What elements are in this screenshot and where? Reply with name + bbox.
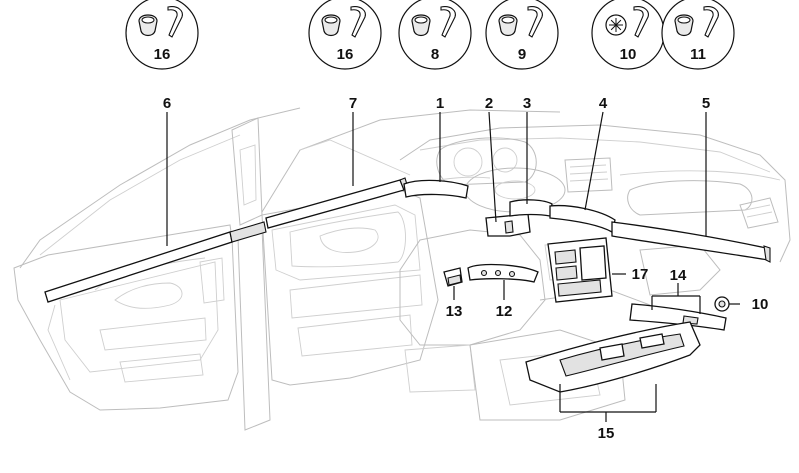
car-interior-outline <box>13 107 791 431</box>
label-part-14: 14 <box>670 267 687 284</box>
label-part-12: 12 <box>496 303 513 320</box>
callout-number: 9 <box>518 46 526 63</box>
callout-bubbles: 16 16 8 9 10 11 <box>125 0 735 70</box>
callout-c8: 8 <box>398 0 472 70</box>
label-part-17: 17 <box>632 266 649 283</box>
label-part-4: 4 <box>599 95 608 112</box>
rear-door-trim-strip-end <box>229 221 267 243</box>
label-part-5: 5 <box>702 95 710 112</box>
clip-icon <box>498 6 543 38</box>
callout-c10: 10 <box>591 0 665 70</box>
label-part-15: 15 <box>598 425 615 442</box>
callout-number: 16 <box>154 46 171 63</box>
front-door-trim-strip <box>265 179 405 229</box>
label-part-6: 6 <box>163 95 171 112</box>
rear-door-trim-strip <box>44 231 233 303</box>
clip-icon <box>674 6 719 38</box>
dash-end-trim <box>403 179 469 199</box>
label-part-7: 7 <box>349 95 357 112</box>
clip-icon <box>321 6 366 38</box>
label-part-1: 1 <box>436 95 444 112</box>
label-part-10: 10 <box>752 296 769 313</box>
callout-number: 11 <box>690 46 706 63</box>
leader-lines <box>166 111 740 422</box>
label-part-3: 3 <box>523 95 531 112</box>
passenger-trim-strip <box>611 221 769 261</box>
callout-number: 10 <box>620 46 637 63</box>
callout-c16b: 16 <box>308 0 382 70</box>
expansion-nut-icon <box>605 6 649 38</box>
part-number-labels: 6 7 1 2 3 4 5 17 14 10 13 12 15 <box>163 95 769 442</box>
trim-strips <box>44 177 771 393</box>
callout-number: 16 <box>337 46 354 63</box>
label-part-13: 13 <box>446 303 463 320</box>
center-trim-piece <box>549 204 616 233</box>
callout-number: 8 <box>431 46 439 63</box>
callout-c16a: 16 <box>125 0 199 70</box>
small-grille-strip <box>467 263 539 283</box>
center-trim-segment <box>509 199 553 217</box>
label-part-2: 2 <box>485 95 493 112</box>
clip-icon <box>411 6 456 38</box>
callout-c11: 11 <box>661 0 735 70</box>
glovebox-trim-strip <box>629 303 727 331</box>
clip-icon <box>138 6 183 38</box>
callout-c9: 9 <box>485 0 559 70</box>
